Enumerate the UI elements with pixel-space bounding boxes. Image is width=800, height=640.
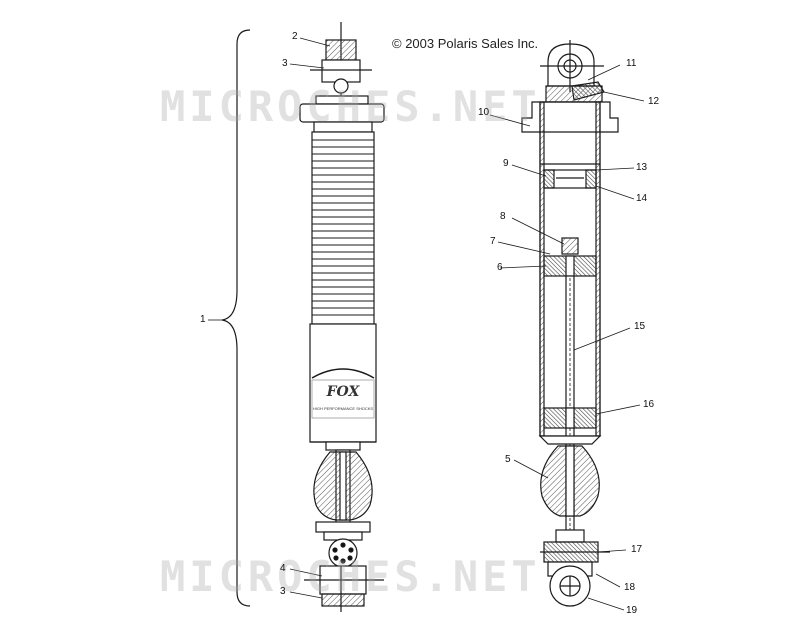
assembly-brace [221, 29, 251, 607]
spring-collar [299, 103, 385, 123]
callout-2: 2 [292, 31, 298, 42]
callout-18: 18 [624, 582, 636, 593]
callout-8: 8 [500, 211, 506, 222]
callout-1: 1 [200, 314, 206, 325]
callout-7: 7 [490, 236, 496, 247]
callout-3a: 3 [282, 58, 288, 69]
callout-11: 11 [626, 58, 637, 69]
callout-16: 16 [643, 399, 655, 410]
shock-logo: FOX [326, 384, 360, 400]
callout-12: 12 [648, 96, 660, 107]
callout-19: 19 [626, 605, 638, 616]
shock-body-tube [309, 323, 377, 443]
callout-13: 13 [636, 162, 648, 173]
callout-6: 6 [497, 262, 503, 273]
shock-tagline: HIGH PERFORMANCE SHOCKS [312, 406, 374, 411]
piston-nut [561, 237, 579, 255]
callout-10: 10 [478, 107, 490, 118]
copyright-text: © 2003 Polaris Sales Inc. [392, 36, 539, 51]
spring-coils [312, 139, 374, 316]
callout-4: 4 [280, 563, 286, 574]
callout-17: 17 [631, 544, 643, 555]
top-eye-cap [325, 39, 357, 61]
callout-14: 14 [636, 193, 648, 204]
top-cap [521, 101, 619, 133]
callout-3b: 3 [280, 586, 286, 597]
leader-lines [208, 37, 645, 611]
callout-15: 15 [634, 321, 646, 332]
spring-coil-body [311, 131, 375, 325]
callout-5: 5 [505, 454, 511, 465]
section-shock [521, 40, 619, 607]
callout-9: 9 [503, 158, 509, 169]
assembled-shock [221, 22, 385, 612]
